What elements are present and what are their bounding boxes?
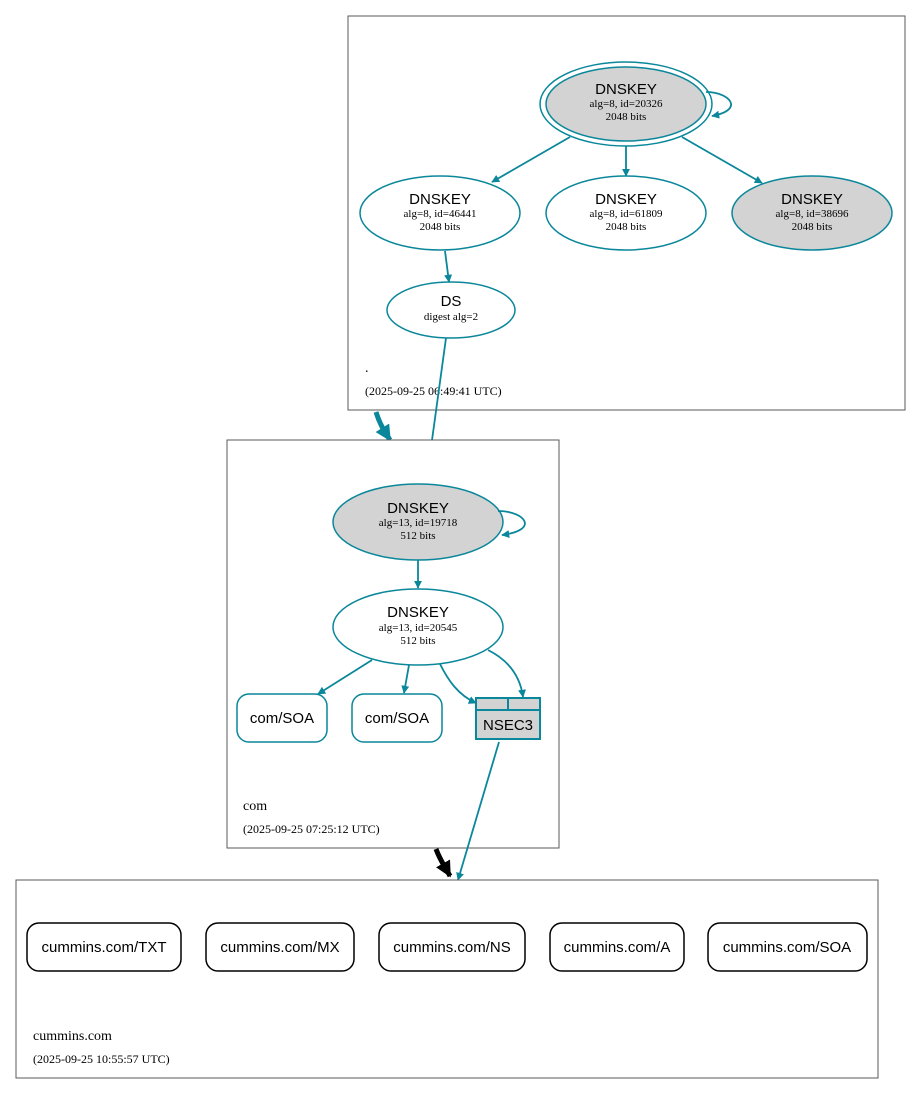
cummins-a-label: cummins.com/A — [564, 939, 671, 956]
cummins-mx-label: cummins.com/MX — [220, 939, 339, 956]
edge-ksk-to-zsk1 — [491, 136, 571, 183]
zone-com-name: com — [243, 799, 267, 814]
edge-ksk-to-ksk2 — [681, 136, 763, 184]
com-zsk-node[interactable]: DNSKEY alg=13, id=20545 512 bits — [332, 588, 504, 666]
root-ksk-38696-node[interactable]: DNSKEY alg=8, id=38696 2048 bits — [731, 175, 893, 251]
root-zsk-61809-node[interactable]: DNSKEY alg=8, id=61809 2048 bits — [545, 175, 707, 251]
root-zsk1-alg: alg=8, id=46441 — [404, 208, 477, 220]
edge-nsec3-to-cummins — [456, 741, 500, 881]
edge-zsk-to-nsec3-b — [487, 649, 526, 698]
root-ksk2-title: DNSKEY — [781, 191, 843, 208]
edge-com-ksk-self — [497, 510, 526, 539]
zone-cummins-box — [15, 879, 879, 1079]
cummins-soa-node[interactable]: cummins.com/SOA — [707, 922, 868, 972]
com-zsk-bits: 512 bits — [400, 635, 435, 647]
com-soa-1-node[interactable]: com/SOA — [236, 693, 328, 743]
edge-root-ksk-self — [705, 91, 732, 119]
com-soa-2-node[interactable]: com/SOA — [351, 693, 443, 743]
delegation-root-to-com — [373, 411, 393, 442]
zone-cummins-timestamp: (2025-09-25 10:55:57 UTC) — [33, 1052, 170, 1066]
zone-root: DNSKEY alg=8, id=20326 2048 bits DNSKEY … — [347, 15, 906, 411]
edge-zsk-to-soa1 — [317, 659, 373, 695]
cummins-mx-node[interactable]: cummins.com/MX — [205, 922, 355, 972]
edge-zsk-to-nsec3-a — [439, 663, 477, 704]
com-ksk-alg: alg=13, id=19718 — [379, 517, 458, 529]
cummins-ns-label: cummins.com/NS — [393, 939, 511, 956]
com-soa-1-label: com/SOA — [250, 710, 314, 727]
cummins-a-node[interactable]: cummins.com/A — [549, 922, 685, 972]
root-ksk-alg: alg=8, id=20326 — [590, 98, 663, 110]
edge-zsk1-to-ds — [444, 250, 453, 283]
edge-zsk-to-soa2 — [401, 664, 410, 694]
root-ds-node[interactable]: DS digest alg=2 — [386, 281, 516, 339]
zone-com: DNSKEY alg=13, id=19718 512 bits DNSKEY … — [226, 439, 560, 849]
root-ksk2-bits: 2048 bits — [792, 221, 833, 233]
zone-root-timestamp: (2025-09-25 06:49:41 UTC) — [365, 384, 502, 398]
cummins-ns-node[interactable]: cummins.com/NS — [378, 922, 526, 972]
zone-com-timestamp: (2025-09-25 07:25:12 UTC) — [243, 822, 380, 836]
zone-cummins: cummins.com/TXT cummins.com/MX cummins.c… — [15, 879, 879, 1079]
cummins-soa-label: cummins.com/SOA — [723, 939, 851, 956]
com-nsec3-node[interactable]: NSEC3 — [475, 697, 541, 740]
root-ksk2-alg: alg=8, id=38696 — [776, 208, 849, 220]
zone-cummins-name: cummins.com — [33, 1029, 112, 1044]
root-zsk1-title: DNSKEY — [409, 191, 471, 208]
zone-root-name: . — [365, 361, 369, 376]
com-ksk-bits: 512 bits — [400, 530, 435, 542]
root-zsk-46441-node[interactable]: DNSKEY alg=8, id=46441 2048 bits — [359, 175, 521, 251]
root-ds-title: DS — [441, 293, 462, 310]
com-zsk-alg: alg=13, id=20545 — [379, 622, 458, 634]
cummins-txt-label: cummins.com/TXT — [41, 939, 166, 956]
root-zsk2-bits: 2048 bits — [606, 221, 647, 233]
root-zsk2-title: DNSKEY — [595, 191, 657, 208]
root-zsk1-bits: 2048 bits — [420, 221, 461, 233]
com-soa-2-label: com/SOA — [365, 710, 429, 727]
cummins-txt-node[interactable]: cummins.com/TXT — [26, 922, 182, 972]
com-nsec3-label: NSEC3 — [483, 717, 533, 734]
com-ksk-node[interactable]: DNSKEY alg=13, id=19718 512 bits — [332, 483, 504, 561]
delegation-com-to-cummins — [433, 848, 453, 878]
com-ksk-title: DNSKEY — [387, 500, 449, 517]
root-ds-digest: digest alg=2 — [424, 311, 478, 323]
root-ksk-title: DNSKEY — [595, 81, 657, 98]
com-zsk-title: DNSKEY — [387, 604, 449, 621]
root-zsk2-alg: alg=8, id=61809 — [590, 208, 663, 220]
root-ksk-bits: 2048 bits — [606, 111, 647, 123]
root-ksk-node[interactable]: DNSKEY alg=8, id=20326 2048 bits — [539, 61, 713, 147]
